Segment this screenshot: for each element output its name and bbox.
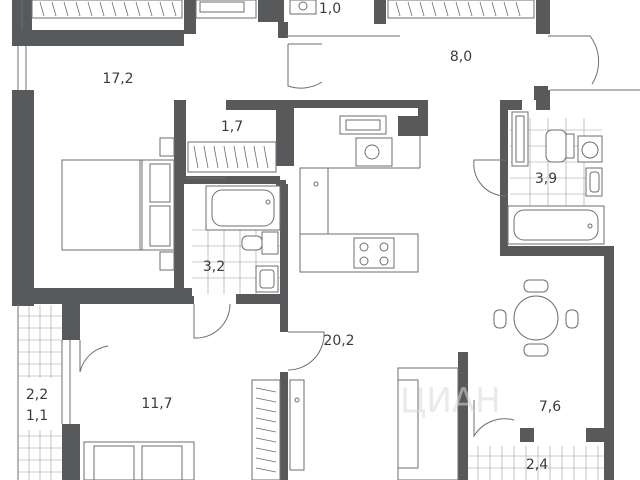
room-area-storage-top: 1,0: [319, 1, 341, 17]
walls: [12, 0, 614, 480]
room-area-bedroom-1: 17,2: [102, 71, 133, 87]
wardrobe-top-left: [31, 0, 183, 19]
bathtub-2: [507, 205, 605, 245]
doors: [79, 35, 600, 438]
kitchen-counter-top: [339, 115, 387, 135]
room-area-bathroom-1: 3,2: [203, 259, 225, 275]
room-area-wardrobe: 1,7: [221, 119, 243, 135]
room-area-hall: 8,0: [450, 49, 472, 65]
room-area-dining: 7,6: [539, 399, 561, 415]
kitchen-sink: [355, 137, 393, 167]
toilet-2: [545, 129, 575, 163]
sink-2: [585, 167, 603, 197]
room-area-bathroom-2: 3,9: [535, 171, 557, 187]
room-area-living-kitchen: 20,2: [323, 333, 354, 349]
wardrobe-closet: [187, 141, 277, 173]
bed-bedroom-2: [83, 441, 195, 480]
balcony-left-tiles: [18, 305, 62, 480]
room-area-balcony-left-a: 2,2: [26, 387, 48, 403]
sink-1: [255, 265, 279, 293]
room-area-bedroom-2: 11,7: [141, 396, 172, 412]
utility-top: [195, 0, 317, 19]
bed-bedroom-1: [61, 137, 175, 271]
sofa: [397, 367, 459, 480]
watermark-text: ЦИАН: [400, 381, 501, 421]
washer-2: [511, 111, 529, 167]
bathtub-1: [205, 185, 281, 231]
room-area-balcony-bottom: 2,4: [526, 457, 548, 473]
toilet-1: [241, 231, 279, 255]
tv-unit: [289, 379, 305, 471]
wardrobe-living: [251, 379, 281, 480]
wardrobe-top-right: [387, 0, 535, 19]
dining-table: [493, 279, 579, 357]
washing-machine-2: [577, 135, 603, 163]
window-lines: [17, 0, 640, 480]
kitchen-island: [299, 233, 419, 273]
kitchen-cabinets: [299, 136, 421, 235]
room-area-balcony-left-b: 1,1: [26, 408, 48, 424]
balcony-bottom-tiles: [466, 446, 610, 480]
